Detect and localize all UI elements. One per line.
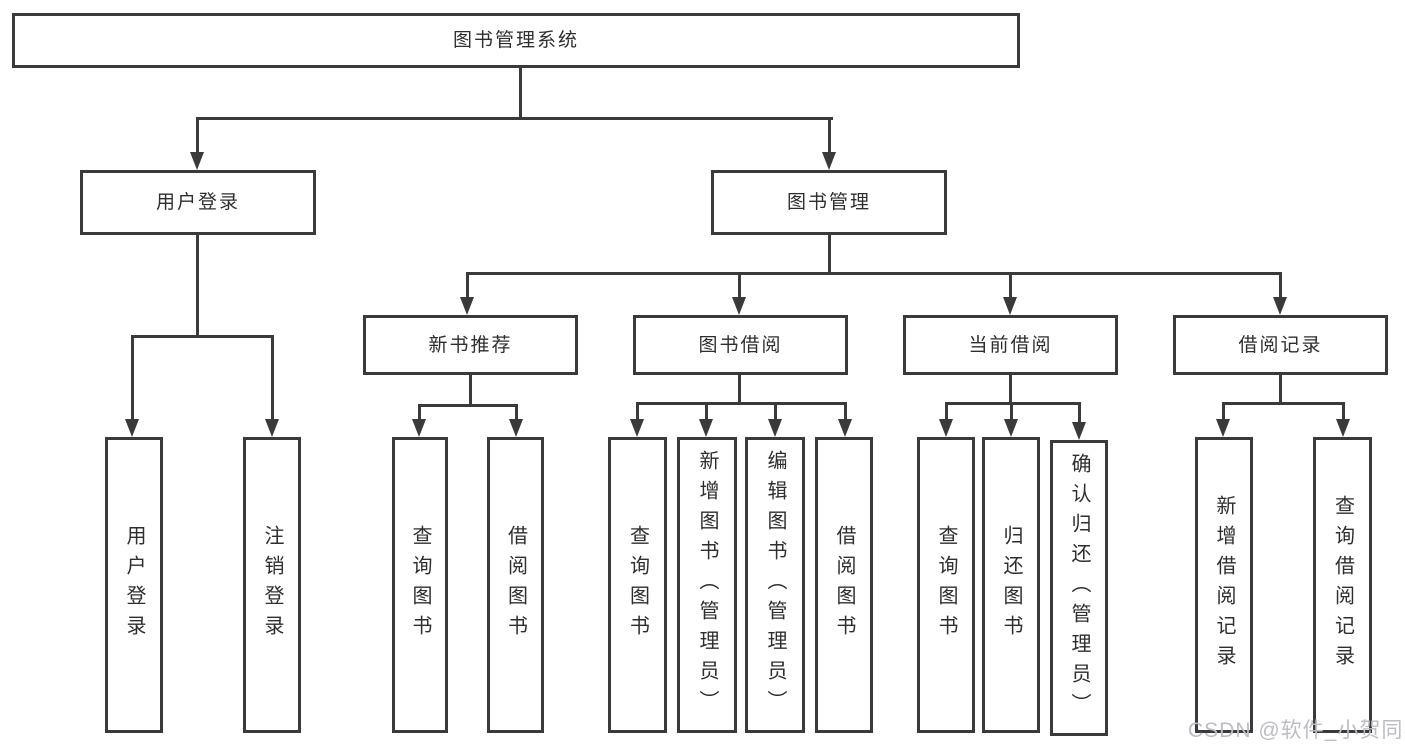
connector-line [828,235,831,275]
connector-line [196,235,199,338]
connector-line [196,117,833,120]
connector-line [466,272,1282,275]
node-new-book-recommend: 新书推荐 [363,315,578,375]
leaf-borrow-add-books-admin-label: 新增图书（管理员） [696,450,718,720]
node-borrow-records-label: 借阅记录 [1238,334,1323,356]
connector-line [774,402,777,422]
connector-line [1279,375,1282,405]
node-book-borrow-label: 图书借阅 [698,334,783,356]
leaf-current-confirm-return-admin-label: 确认归还（管理员） [1068,453,1090,723]
connector-line [945,402,1081,405]
arrowhead-icon [768,419,782,437]
leaf-records-add: 新增借阅记录 [1195,437,1253,733]
leaf-current-return-books: 归还图书 [982,437,1040,733]
node-user-login-label: 用户登录 [155,192,240,213]
leaf-current-confirm-return-admin: 确认归还（管理员） [1050,440,1108,736]
connector-line [196,117,199,156]
csdn-watermark: CSDN @软件_小贺同学 [1188,719,1405,742]
leaf-newrec-query-books-label: 查询图书 [409,525,431,645]
connector-line [1342,402,1345,422]
node-current-borrow: 当前借阅 [903,315,1118,375]
leaf-logout: 注销登录 [243,437,301,733]
connector-line [469,375,472,407]
connector-line [1222,402,1225,422]
leaf-borrow-add-books-admin: 新增图书（管理员） [677,437,737,733]
arrowhead-icon [190,152,204,170]
connector-line [418,404,518,407]
node-borrow-records: 借阅记录 [1173,315,1388,375]
connector-line [515,404,518,422]
connector-line [738,272,741,299]
arrowhead-icon [630,419,644,437]
leaf-borrow-borrow-books-label: 借阅图书 [833,525,855,645]
arrowhead-icon [822,152,836,170]
leaf-user-login-label: 用户登录 [123,525,145,645]
leaf-logout-label: 注销登录 [261,525,283,645]
leaf-user-login: 用户登录 [105,437,163,733]
node-root-label: 图书管理系统 [452,30,579,51]
arrowhead-icon [1273,297,1287,315]
leaf-newrec-query-books: 查询图书 [392,437,448,733]
arrowhead-icon [838,419,852,437]
connector-line [1222,402,1345,405]
connector-line [828,117,831,156]
connector-line [738,375,741,405]
leaf-current-query-books: 查询图书 [917,437,975,733]
arrowhead-icon [125,419,139,437]
leaf-current-query-books-label: 查询图书 [935,525,957,645]
connector-line [636,402,847,405]
connector-line [844,402,847,422]
leaf-borrow-query-books-label: 查询图书 [626,525,649,645]
connector-line [1009,375,1012,405]
leaf-records-query-label: 查询借阅记录 [1331,495,1354,675]
connector-line [271,335,274,422]
leaf-records-query: 查询借阅记录 [1313,437,1372,733]
arrowhead-icon [1004,419,1018,437]
connector-line [1009,272,1012,299]
leaf-borrow-query-books: 查询图书 [608,437,667,733]
arrowhead-icon [412,419,426,437]
connector-line [131,335,134,422]
connector-line [131,335,274,338]
leaf-newrec-borrow-books: 借阅图书 [487,437,544,733]
connector-line [1078,402,1081,425]
leaf-borrow-borrow-books: 借阅图书 [815,437,873,733]
arrowhead-icon [939,419,953,437]
connector-line [945,402,948,422]
connector-line [466,272,469,299]
node-current-borrow-label: 当前借阅 [968,334,1053,356]
arrowhead-icon [732,297,746,315]
connector-line [1279,272,1282,299]
arrowhead-icon [509,419,523,437]
node-new-book-recommend-label: 新书推荐 [428,334,513,356]
leaf-borrow-edit-books-admin: 编辑图书（管理员） [745,437,805,733]
leaf-records-add-label: 新增借阅记录 [1213,495,1235,675]
node-book-borrow: 图书借阅 [633,315,848,375]
connector-line [705,402,708,422]
leaf-borrow-edit-books-admin-label: 编辑图书（管理员） [764,450,786,720]
node-book-management-label: 图书管理 [786,192,871,213]
node-root: 图书管理系统 [12,13,1020,68]
arrowhead-icon [460,297,474,315]
leaf-current-return-books-label: 归还图书 [1000,525,1022,645]
connector-line [519,66,522,119]
node-user-login: 用户登录 [80,170,316,235]
connector-line [418,404,421,422]
connector-line [636,402,639,422]
arrowhead-icon [1216,419,1230,437]
arrowhead-icon [1336,419,1350,437]
leaf-newrec-borrow-books-label: 借阅图书 [504,525,527,645]
arrowhead-icon [265,419,279,437]
connector-line [1010,402,1013,422]
arrowhead-icon [1072,422,1086,440]
arrowhead-icon [699,419,713,437]
arrowhead-icon [1003,297,1017,315]
node-book-management: 图书管理 [711,170,947,235]
